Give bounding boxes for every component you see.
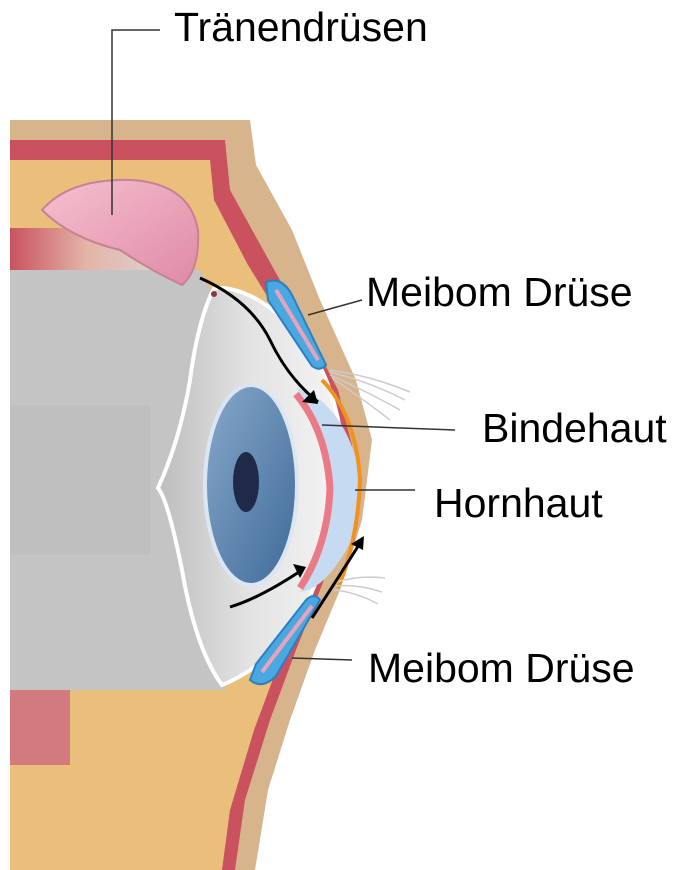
label-lacrimal-gland: Tränendrüsen xyxy=(174,7,428,48)
pupil xyxy=(233,452,259,512)
lower-eyelashes xyxy=(334,577,385,604)
optic-nerve xyxy=(10,405,150,555)
label-meibom-gland-lower: Meibom Drüse xyxy=(368,648,635,689)
label-meibom-gland-upper: Meibom Drüse xyxy=(366,272,633,313)
left-muscle-bottom xyxy=(10,685,70,765)
gland-duct-dot xyxy=(211,291,217,297)
label-conjunctiva: Bindehaut xyxy=(482,408,667,449)
label-cornea: Hornhaut xyxy=(434,483,603,524)
